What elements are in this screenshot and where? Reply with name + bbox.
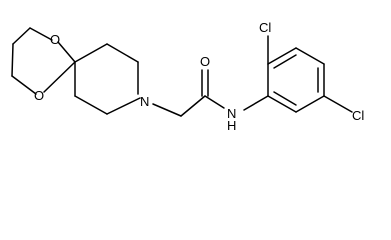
- chemical-structure: O O N O N H Cl Cl: [0, 0, 391, 132]
- atom-label-o-upper: O: [50, 32, 60, 47]
- piperidine-ring: [74, 43, 141, 115]
- dioxolane-ring: [11, 27, 76, 95]
- atom-label-o-carbonyl: O: [200, 54, 210, 69]
- background: [0, 0, 391, 132]
- atom-label-n-piperidine: N: [140, 94, 149, 109]
- atom-label-o-lower: O: [34, 88, 44, 103]
- atom-label-h-amide: H: [227, 118, 236, 132]
- atom-label-nh-amide: N: [227, 106, 236, 121]
- dichlorophenyl-ring: [243, 35, 353, 113]
- atom-label-cl-top: Cl: [259, 20, 271, 35]
- acetamide-linker: [152, 69, 225, 117]
- atom-label-cl-right: Cl: [352, 108, 364, 123]
